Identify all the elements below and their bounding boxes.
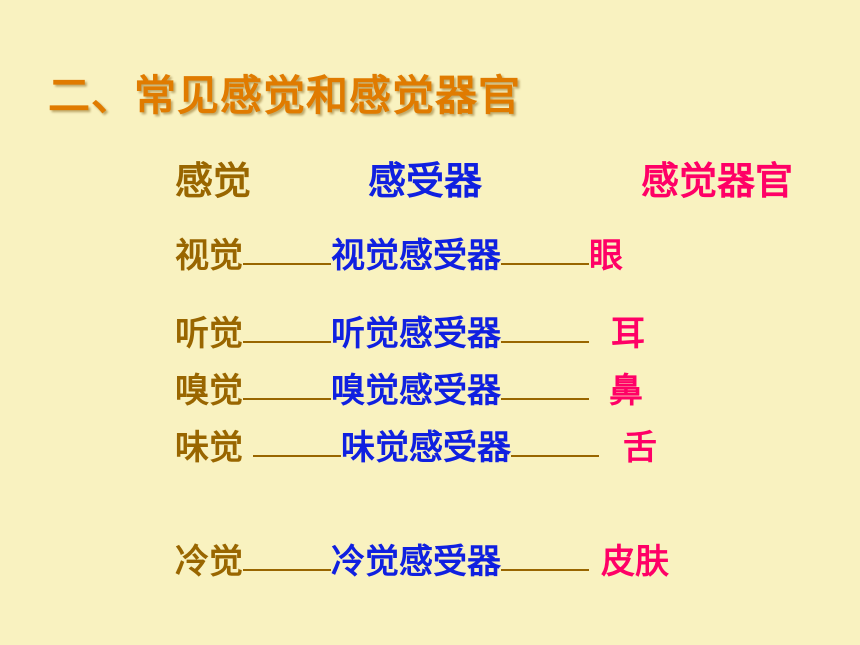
row-hearing: 听觉 听觉感受器 耳: [175, 312, 645, 356]
row-receptor: 味觉感受器: [341, 428, 511, 468]
row-sense: 视觉: [175, 236, 243, 276]
row-taste: 味觉 味觉感受器 舌: [175, 426, 657, 470]
header-sense: 感觉: [175, 159, 252, 203]
dash-separator: [243, 340, 331, 343]
dash-separator: [243, 568, 331, 571]
row-sense: 嗅觉: [175, 371, 243, 411]
slide-title: 二、常见感觉和感觉器官: [48, 71, 522, 120]
row-smell: 嗅觉 嗅觉感受器 鼻: [175, 369, 643, 413]
row-organ: 眼: [589, 236, 623, 276]
dash-separator: [501, 568, 589, 571]
row-organ: 舌: [623, 428, 657, 468]
header-receptor: 感受器: [368, 159, 483, 203]
row-organ: 皮肤: [601, 542, 669, 582]
row-organ: 鼻: [609, 371, 643, 411]
dash-separator: [243, 262, 331, 265]
row-sense: 听觉: [175, 314, 243, 354]
dash-separator: [501, 397, 589, 400]
dash-separator: [501, 340, 589, 343]
row-organ: 耳: [611, 314, 645, 354]
row-vision: 视觉 视觉感受器 眼: [175, 234, 623, 278]
row-cold: 冷觉 冷觉感受器 皮肤: [175, 540, 669, 584]
row-receptor: 听觉感受器: [331, 314, 501, 354]
row-receptor: 视觉感受器: [331, 236, 501, 276]
row-receptor: 嗅觉感受器: [331, 371, 501, 411]
dash-separator: [501, 262, 589, 265]
dash-separator: [511, 454, 599, 457]
dash-separator: [253, 454, 341, 457]
dash-separator: [243, 397, 331, 400]
row-sense: 味觉: [175, 428, 243, 468]
header-organ: 感觉器官: [641, 159, 794, 203]
row-sense: 冷觉: [175, 542, 243, 582]
row-receptor: 冷觉感受器: [331, 542, 501, 582]
